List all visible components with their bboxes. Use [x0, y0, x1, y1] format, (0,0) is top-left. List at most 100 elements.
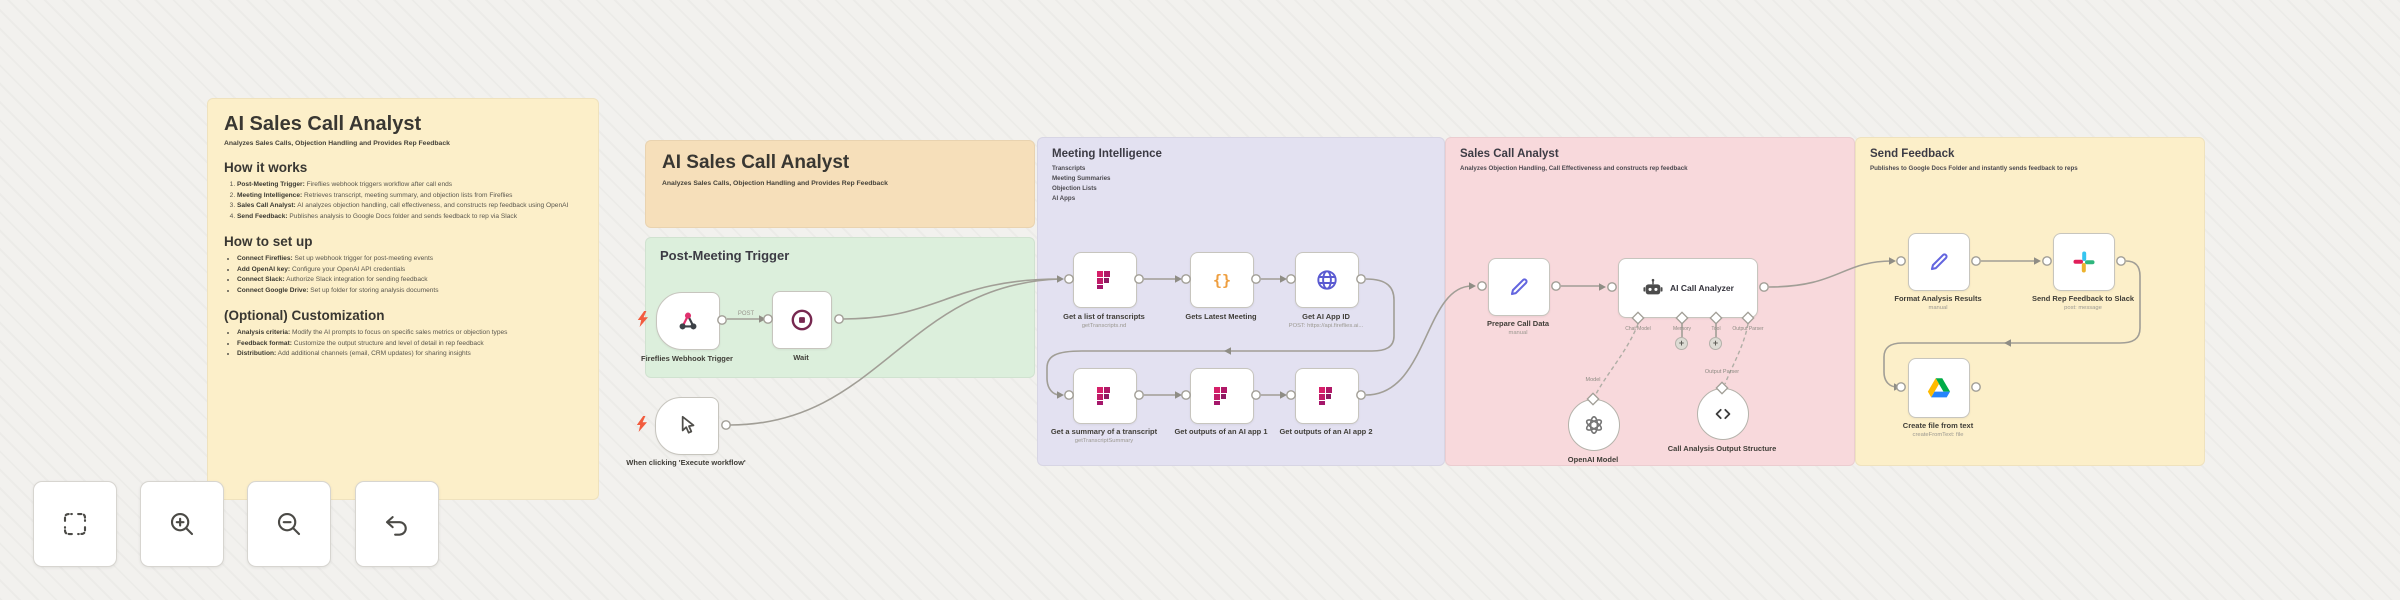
sticky-note-workflow-title[interactable]: AI Sales Call Analyst Analyzes Sales Cal… [645, 140, 1035, 228]
list-item: Distribution: Add additional channels (e… [237, 349, 582, 359]
list-item: Add OpenAI key: Configure your OpenAI AP… [237, 265, 582, 275]
node-label: When clicking 'Execute workflow' [626, 458, 746, 467]
port-label-output-parser-target: Output Parser [1704, 369, 1740, 375]
list-item: Meeting Intelligence: Retrieves transcri… [237, 191, 582, 201]
list-item: Analysis criteria: Modify the AI prompts… [237, 328, 582, 338]
list-item: Connect Google Drive: Set up folder for … [237, 286, 582, 296]
zone-title: Post-Meeting Trigger [660, 248, 790, 263]
node-get-summary-of-transcript[interactable] [1073, 368, 1137, 424]
how-to-set-up-list: Connect Fireflies: Set up webhook trigge… [224, 254, 582, 295]
pencil-icon [1930, 253, 1948, 271]
node-sublabel: manual [1928, 305, 1948, 311]
openai-icon [1585, 416, 1603, 434]
port-label-output-parser: Output Parser [1732, 326, 1764, 332]
section-heading-customization: (Optional) Customization [224, 308, 385, 324]
list-item: Sales Call Analyst: AI analyzes objectio… [237, 201, 582, 211]
node-get-ai-app-id[interactable] [1295, 252, 1359, 308]
zone-title: Meeting Intelligence [1052, 148, 1162, 160]
node-inline-label: AI Call Analyzer [1670, 283, 1734, 293]
slack-icon [2073, 251, 2095, 273]
node-label: Get outputs of an AI app 2 [1279, 427, 1373, 436]
fireflies-icon [1319, 387, 1332, 405]
node-prepare-call-data[interactable] [1488, 258, 1550, 316]
sticky-note-documentation[interactable]: AI Sales Call Analyst Analyzes Sales Cal… [207, 98, 599, 500]
fireflies-icon [1097, 271, 1110, 289]
section-heading-how-to-set-up: How to set up [224, 234, 313, 250]
add-tool-button[interactable]: + [1709, 337, 1722, 350]
node-manual-trigger[interactable] [655, 397, 719, 455]
note-title: AI Sales Call Analyst [224, 113, 422, 135]
node-openai-model[interactable] [1568, 399, 1620, 451]
list-item: Send Feedback: Publishes analysis to Goo… [237, 212, 582, 222]
pencil-icon [1510, 278, 1528, 296]
node-gets-latest-meeting[interactable]: {} [1190, 252, 1254, 308]
node-sublabel: createFromText: file [1912, 432, 1964, 438]
node-label: Get outputs of an AI app 1 [1174, 427, 1268, 436]
zone-line: Meeting Summaries [1052, 174, 1111, 182]
node-label: Fireflies Webhook Trigger [641, 354, 733, 363]
node-label: Get AI App ID POST: https://api.fireflie… [1251, 312, 1401, 330]
node-call-analysis-output-structure[interactable] [1697, 388, 1749, 440]
node-get-list-of-transcripts[interactable] [1073, 252, 1137, 308]
workflow-subtitle: Analyzes Sales Calls, Objection Handling… [662, 179, 888, 187]
list-item: Feedback format: Customize the output st… [237, 339, 582, 349]
node-send-rep-feedback-to-slack[interactable] [2053, 233, 2115, 291]
zone-subtitle: Analyzes Objection Handling, Call Effect… [1460, 165, 1688, 172]
node-format-analysis-results[interactable] [1908, 233, 1970, 291]
undo-button[interactable] [355, 481, 439, 567]
node-get-outputs-ai-app-2[interactable] [1295, 368, 1359, 424]
how-it-works-list: Post-Meeting Trigger: Fireflies webhook … [224, 180, 582, 221]
node-sublabel: POST: https://api.fireflies.ai... [1288, 323, 1364, 329]
zone-subtitle: Publishes to Google Docs Folder and inst… [1870, 165, 2078, 172]
node-sublabel: getTranscriptSummary [1074, 438, 1134, 444]
node-create-file-from-text[interactable] [1908, 358, 1970, 418]
wait-icon [791, 309, 813, 331]
node-sublabel: post: message [2064, 305, 2102, 311]
zoom-out-icon [277, 512, 301, 536]
node-sublabel: getTranscripts.nd [1081, 323, 1127, 329]
node-label: Call Analysis Output Structure [1667, 444, 1777, 453]
section-heading-how-it-works: How it works [224, 160, 308, 175]
node-label: Prepare Call Data manual [1443, 319, 1593, 337]
set-fields-icon: {} [1213, 271, 1231, 289]
robot-icon [1643, 278, 1663, 295]
node-get-outputs-ai-app-1[interactable] [1190, 368, 1254, 424]
add-memory-button[interactable]: + [1675, 337, 1688, 350]
node-label: Send Rep Feedback to Slack post: message [2013, 294, 2153, 312]
zone-title: Send Feedback [1870, 148, 1955, 160]
google-drive-icon [1927, 378, 1951, 398]
node-label: Format Analysis Results manual [1863, 294, 2013, 312]
node-label: Create file from text createFromText: fi… [1863, 421, 2013, 439]
zoom-in-icon [170, 512, 194, 536]
fireflies-icon [1214, 387, 1227, 405]
zone-line: Objection Lists [1052, 184, 1097, 192]
list-item: Post-Meeting Trigger: Fireflies webhook … [237, 180, 582, 190]
node-label: OpenAI Model [1567, 455, 1619, 464]
cursor-icon [681, 415, 695, 434]
workflow-title: AI Sales Call Analyst [662, 152, 850, 173]
list-item: Connect Slack: Authorize Slack integrati… [237, 275, 582, 285]
fit-view-icon [63, 512, 87, 536]
zone-line: Transcripts [1052, 165, 1086, 172]
code-brackets-icon [1715, 408, 1731, 420]
node-ai-call-analyzer[interactable]: AI Call Analyzer [1618, 258, 1758, 318]
node-wait[interactable] [772, 291, 832, 349]
http-globe-icon [1317, 270, 1337, 290]
zoom-out-button[interactable] [247, 481, 331, 567]
fit-view-button[interactable] [33, 481, 117, 567]
list-item: Connect Fireflies: Set up webhook trigge… [237, 254, 582, 264]
zone-title: Sales Call Analyst [1460, 148, 1559, 160]
node-label: Get a summary of a transcript getTranscr… [1029, 427, 1179, 445]
zone-line: AI Apps [1052, 194, 1076, 202]
webhook-icon [679, 312, 697, 330]
customization-list: Analysis criteria: Modify the AI prompts… [224, 328, 582, 359]
note-subtitle: Analyzes Sales Calls, Objection Handling… [224, 140, 450, 147]
webhook-method-label: POST [737, 311, 755, 317]
zoom-in-button[interactable] [140, 481, 224, 567]
undo-icon [385, 516, 407, 536]
port-label-model: Model [1585, 377, 1601, 383]
svg-text:{}: {} [1213, 271, 1231, 289]
node-label: Wait [793, 353, 809, 362]
node-fireflies-webhook-trigger[interactable] [656, 292, 720, 350]
node-sublabel: manual [1508, 330, 1528, 336]
